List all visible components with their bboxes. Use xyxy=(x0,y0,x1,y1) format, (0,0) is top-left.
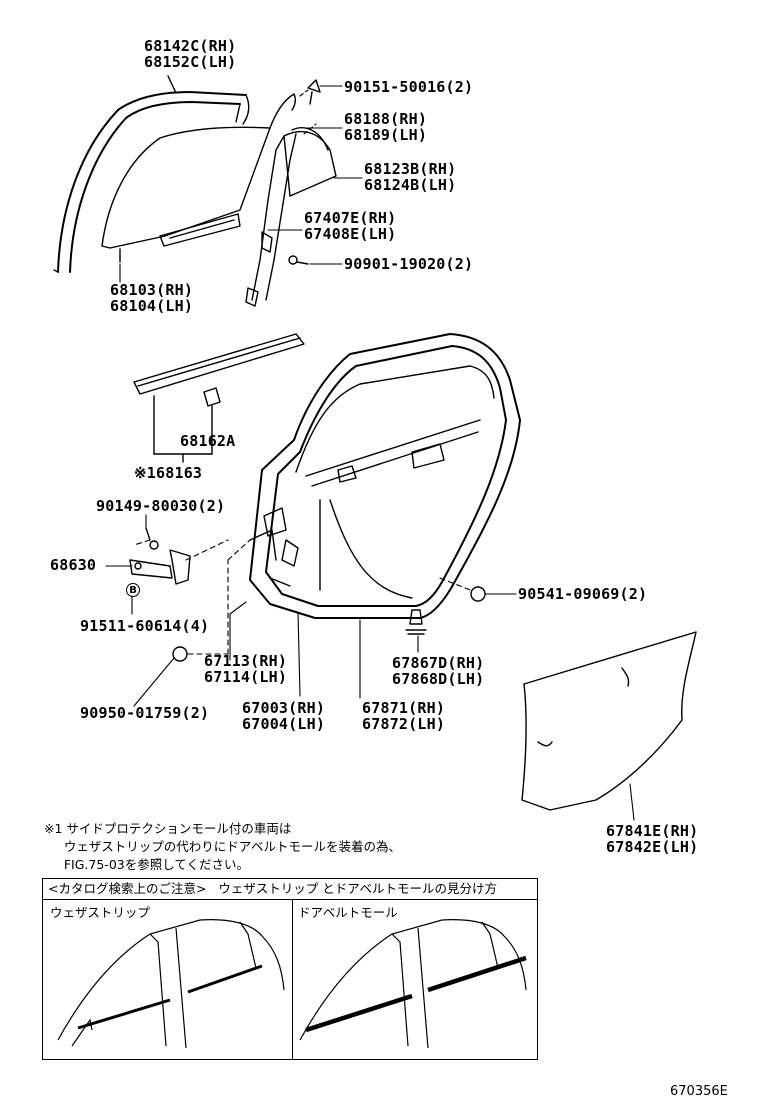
weather-strip xyxy=(133,333,305,463)
part-label-67872: 67872(LH) xyxy=(362,715,446,733)
part-label-68162a: 68162A xyxy=(180,432,236,450)
cap-90950 xyxy=(172,646,188,662)
catalog-header: <カタログ検索上のご注意> ウェザストリップ とドアベルトモールの見分け方 xyxy=(48,881,497,896)
part-label-68104: 68104(LH) xyxy=(110,297,194,315)
catalog-box-header xyxy=(42,878,538,900)
part-label-67004: 67004(LH) xyxy=(242,715,326,733)
cap-90541 xyxy=(470,586,486,602)
part-label-67841e: 67841E(RH) xyxy=(606,822,699,840)
clip-67867d xyxy=(405,609,427,635)
part-label-67407e: 67407E(RH) xyxy=(304,209,397,227)
part-label-68189: 68189(LH) xyxy=(344,126,428,144)
catalog-sketches xyxy=(57,919,527,1049)
catalog-left-caption: ウェザストリップ xyxy=(50,905,150,920)
figure-code: 670356E xyxy=(670,1084,728,1099)
part-label-67842e: 67842E(LH) xyxy=(606,838,699,856)
run-channel-outer xyxy=(57,75,250,273)
part-label-68152c: 68152C(LH) xyxy=(144,53,237,71)
part-label-68123b: 68123B(RH) xyxy=(364,160,457,178)
part-label-68124b: 68124B(LH) xyxy=(364,176,457,194)
part-label-90151: 90151-50016(2) xyxy=(344,78,474,96)
part-label-168163: ※168163 xyxy=(134,464,203,482)
part-label-67408e: 67408E(LH) xyxy=(304,225,397,243)
door-glass xyxy=(53,126,271,273)
part-label-90950: 90950-01759(2) xyxy=(80,704,210,722)
service-hole-cover xyxy=(521,631,697,811)
note-line-2: ウェザストリップの代わりにドアベルトモールを装着の為、 xyxy=(44,839,401,854)
part-label-90541: 90541-09069(2) xyxy=(518,585,648,603)
part-label-67003: 67003(RH) xyxy=(242,699,326,717)
note-line-1: ※1 サイドプロテクションモール付の車両は xyxy=(44,821,292,836)
part-label-67871: 67871(RH) xyxy=(362,699,446,717)
catalog-right-caption: ドアベルトモール xyxy=(298,905,398,920)
part-label-91511: 91511-60614(4) xyxy=(80,617,210,635)
part-label-68103: 68103(RH) xyxy=(110,281,194,299)
part-label-90149: 90149-80030(2) xyxy=(96,497,226,515)
quarter-window-assembly xyxy=(245,79,337,307)
part-label-67867d: 67867D(RH) xyxy=(392,654,485,672)
note-line-3: FIG.75-03を参照してください。 xyxy=(44,857,249,872)
part-label-68188: 68188(RH) xyxy=(344,110,428,128)
part-label-90901: 90901-19020(2) xyxy=(344,255,474,273)
part-label-67868d: 67868D(LH) xyxy=(392,670,485,688)
catalog-divider xyxy=(292,899,293,1060)
part-label-67113: 67113(RH) xyxy=(204,652,288,670)
part-label-67114: 67114(LH) xyxy=(204,668,288,686)
badge-b: B xyxy=(126,583,140,597)
leader-lines xyxy=(105,85,635,821)
clip-90901 xyxy=(288,255,309,265)
door-check xyxy=(129,527,191,585)
rear-door-panel xyxy=(249,333,521,619)
part-label-68142c: 68142C(RH) xyxy=(144,37,237,55)
part-label-68630: 68630 xyxy=(50,556,97,574)
